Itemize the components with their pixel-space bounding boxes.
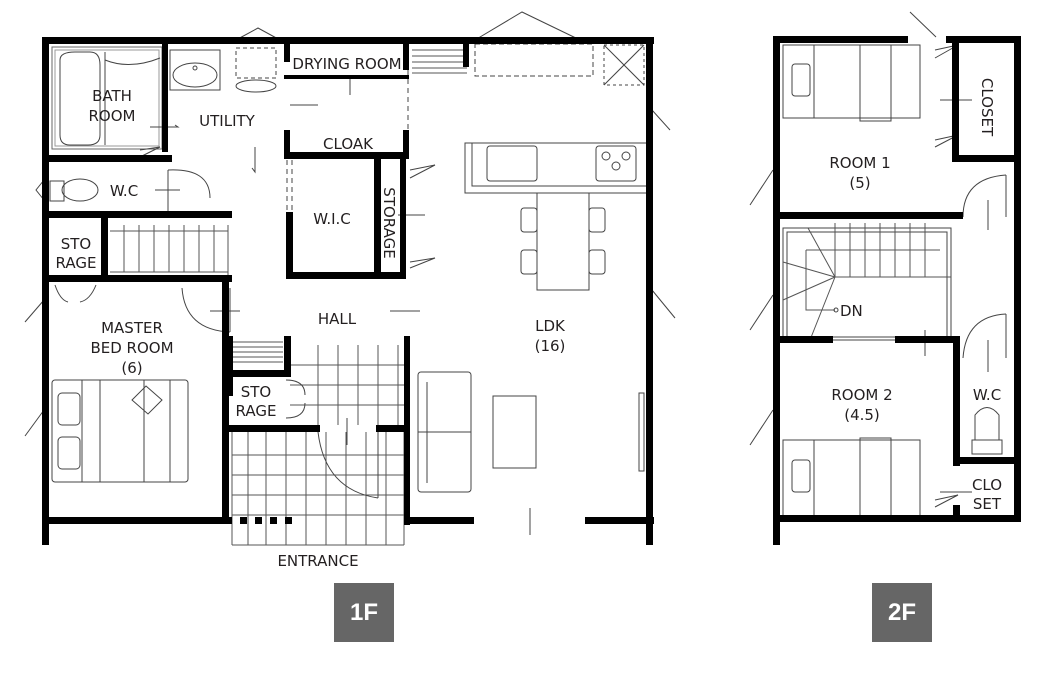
- fixtures-1f: [24, 11, 676, 546]
- label-storage-stairs-1: STO: [61, 235, 92, 253]
- labels-1f: BATH ROOM UTILITY DRYING ROOM CLOAK W.C …: [56, 55, 566, 570]
- label-drying-room: DRYING ROOM: [292, 55, 401, 73]
- floor-badge-1f: 1F: [334, 583, 394, 642]
- label-ldk-2: (16): [535, 337, 566, 355]
- label-closet: CLOSET: [978, 78, 996, 137]
- floor-2f: ROOM 1 (5) CLOSET DN ROOM 2 (4.5) W.C CL…: [749, 11, 1021, 545]
- label-storage-stairs-2: RAGE: [56, 254, 97, 272]
- label-master-bed-room-3: (6): [121, 359, 142, 377]
- label-bath-room-1: BATH: [92, 87, 132, 105]
- label-room-1-1: ROOM 1: [829, 154, 890, 172]
- walls-1f: [42, 37, 654, 545]
- label-cloak: CLOAK: [323, 135, 374, 153]
- label-closet-small-1: CLO: [972, 476, 1002, 494]
- label-room-1-2: (5): [849, 174, 870, 192]
- label-stairs-down: DN: [840, 302, 863, 320]
- label-wc-1f: W.C: [110, 182, 138, 200]
- label-closet-small-2: SET: [973, 495, 1002, 513]
- label-master-bed-room-2: BED ROOM: [90, 339, 173, 357]
- label-utility: UTILITY: [199, 112, 256, 130]
- label-wc-2f: W.C: [973, 386, 1001, 404]
- floor-1f: BATH ROOM UTILITY DRYING ROOM CLOAK W.C …: [24, 11, 676, 570]
- floor-badge-2f: 2F: [872, 583, 932, 642]
- label-storage-entrance-2: RAGE: [236, 402, 277, 420]
- label-master-bed-room-1: MASTER: [101, 319, 163, 337]
- label-storage-entrance-1: STO: [241, 383, 272, 401]
- label-bath-room-2: ROOM: [89, 107, 136, 125]
- label-ldk-1: LDK: [535, 317, 566, 335]
- label-hall: HALL: [318, 310, 357, 328]
- label-entrance: ENTRANCE: [277, 552, 358, 570]
- label-storage-vertical: STORAGE: [380, 187, 398, 258]
- labels-2f: ROOM 1 (5) CLOSET DN ROOM 2 (4.5) W.C CL…: [829, 78, 1002, 513]
- walls-2f: [773, 36, 1021, 545]
- label-room-2-1: ROOM 2: [831, 386, 892, 404]
- fixtures-2f: [749, 11, 1007, 517]
- label-room-2-2: (4.5): [844, 406, 880, 424]
- label-wic: W.I.C: [313, 210, 351, 228]
